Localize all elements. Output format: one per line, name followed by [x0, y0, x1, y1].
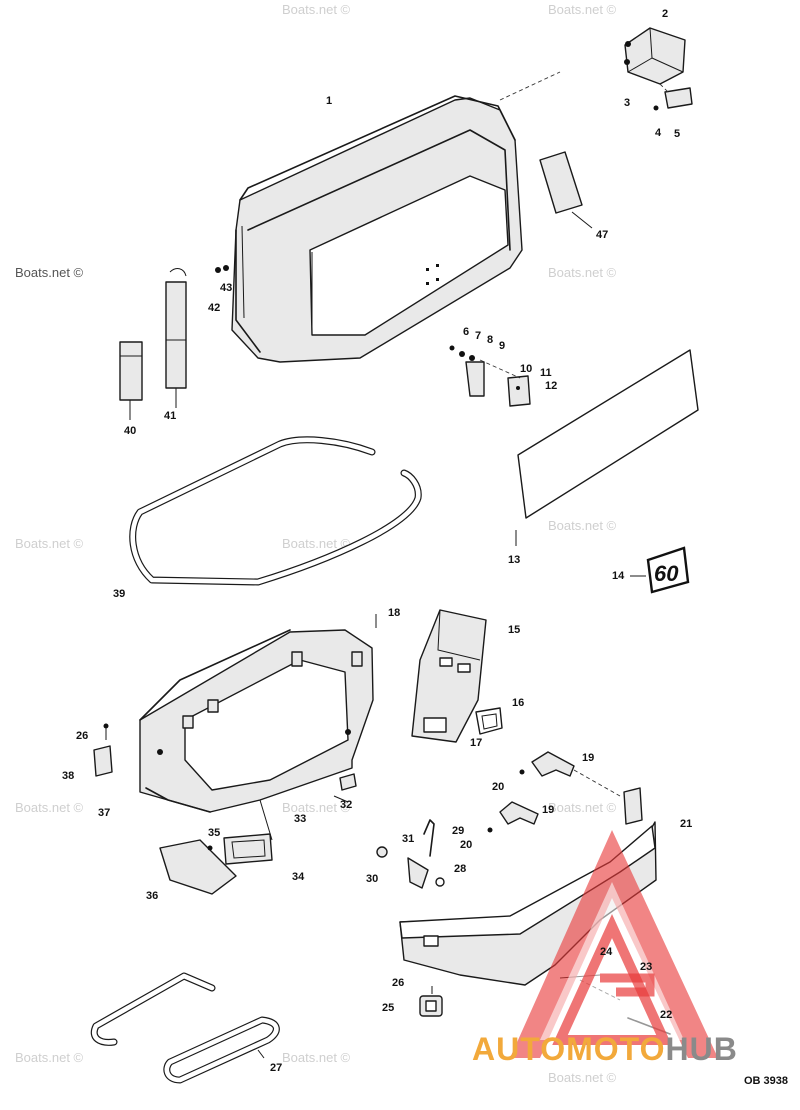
- small-decal: [539, 151, 583, 214]
- part-label-6: 6: [463, 326, 469, 338]
- side-latch: [93, 723, 113, 777]
- part-label-39: 39: [113, 588, 125, 600]
- part-label-25: 25: [382, 1002, 394, 1014]
- watermark: Boats.net ©: [548, 265, 617, 280]
- part-label-29: 29: [452, 825, 464, 837]
- watermark: Boats.net ©: [15, 536, 84, 551]
- part-label-32: 32: [340, 799, 352, 811]
- mounting-brackets: [487, 751, 621, 833]
- part-label-31: 31: [402, 833, 414, 845]
- part-label-30: 30: [366, 873, 378, 885]
- leader-line: [571, 211, 593, 229]
- top-cowl: [231, 71, 561, 363]
- large-decal: [517, 349, 699, 519]
- watermark: Boats.net ©: [548, 518, 617, 533]
- part-label-9: 9: [499, 340, 505, 352]
- part-label-13: 13: [508, 554, 520, 566]
- lever-assembly: [376, 819, 445, 889]
- watermark: Boats.net ©: [282, 800, 351, 815]
- part-label-28: 28: [454, 863, 466, 875]
- latch-hardware: [449, 345, 531, 407]
- part-label-27: 27: [270, 1062, 282, 1074]
- watermark: Boats.net ©: [282, 536, 351, 551]
- logo-text-primary: AUTOMOTO: [472, 1031, 665, 1067]
- top-bracket: [624, 27, 693, 111]
- part-label-12: 12: [545, 380, 557, 392]
- decal-text: 60: [654, 561, 679, 586]
- part-label-34: 34: [292, 871, 305, 883]
- part-label-16: 16: [512, 697, 524, 709]
- part-label-36: 36: [146, 890, 158, 902]
- part-label-2: 2: [662, 8, 668, 20]
- side-trim-strips: [119, 265, 229, 420]
- part-label-26: 26: [76, 730, 88, 742]
- part-label-47: 47: [596, 229, 608, 241]
- watermark: Boats.net ©: [282, 2, 351, 17]
- grommet: [419, 986, 443, 1017]
- watermark: Boats.net ©: [548, 800, 617, 815]
- part-label-18: 18: [388, 607, 400, 619]
- part-label-41: 41: [164, 410, 176, 422]
- part-label-3: 3: [624, 97, 630, 109]
- watermark: Boats.net ©: [15, 1050, 84, 1065]
- front-small-parts: [159, 773, 357, 895]
- part-label-1: 1: [326, 95, 332, 107]
- drawing-code: OB 3938: [744, 1075, 788, 1087]
- watermark: Boats.net ©: [15, 800, 84, 815]
- part-label-21: 21: [680, 818, 692, 830]
- part-label-20: 20: [492, 781, 504, 793]
- svg-text:AUTOMOTOHUB: AUTOMOTOHUB: [472, 1031, 738, 1067]
- part-label-40: 40: [124, 425, 136, 437]
- part-label-42: 42: [208, 302, 220, 314]
- part-label-26b: 26: [392, 977, 404, 989]
- logo-text-secondary: HUB: [665, 1031, 737, 1067]
- front-bottom-cowl: [139, 629, 374, 841]
- part-label-19: 19: [582, 752, 594, 764]
- cowl-seal: [129, 436, 422, 586]
- part-label-5: 5: [674, 128, 680, 140]
- part-label-17: 17: [470, 737, 482, 749]
- part-label-15: 15: [508, 624, 520, 636]
- part-label-20b: 20: [460, 839, 472, 851]
- latch-plate: [375, 609, 503, 743]
- part-label-19b: 19: [542, 804, 554, 816]
- part-label-7: 7: [475, 330, 481, 342]
- part-label-8: 8: [487, 334, 493, 346]
- part-label-37: 37: [98, 807, 110, 819]
- part-label-11: 11: [540, 367, 552, 379]
- part-label-22: 22: [660, 1009, 672, 1021]
- watermark: Boats.net ©: [548, 2, 617, 17]
- part-label-14: 14: [612, 570, 625, 582]
- part-label-24: 24: [600, 946, 613, 958]
- part-label-35: 35: [208, 827, 220, 839]
- part-label-33: 33: [294, 813, 306, 825]
- automotohub-logo: AUTOMOTOHUB: [472, 830, 738, 1067]
- carry-handle: [90, 972, 280, 1084]
- part-label-23: 23: [640, 961, 652, 973]
- part-labels: 1 2 3 4 5 6 7 8 9 10 11 12 13 14 15 16 1…: [62, 8, 692, 1074]
- part-label-38: 38: [62, 770, 74, 782]
- part-label-4: 4: [655, 127, 662, 139]
- watermark: Boats.net ©: [15, 265, 84, 280]
- part-label-43: 43: [220, 282, 232, 294]
- part-label-10: 10: [520, 363, 532, 375]
- watermark: Boats.net ©: [282, 1050, 351, 1065]
- watermark: Boats.net ©: [548, 1070, 617, 1085]
- horsepower-decal: 60: [630, 546, 690, 594]
